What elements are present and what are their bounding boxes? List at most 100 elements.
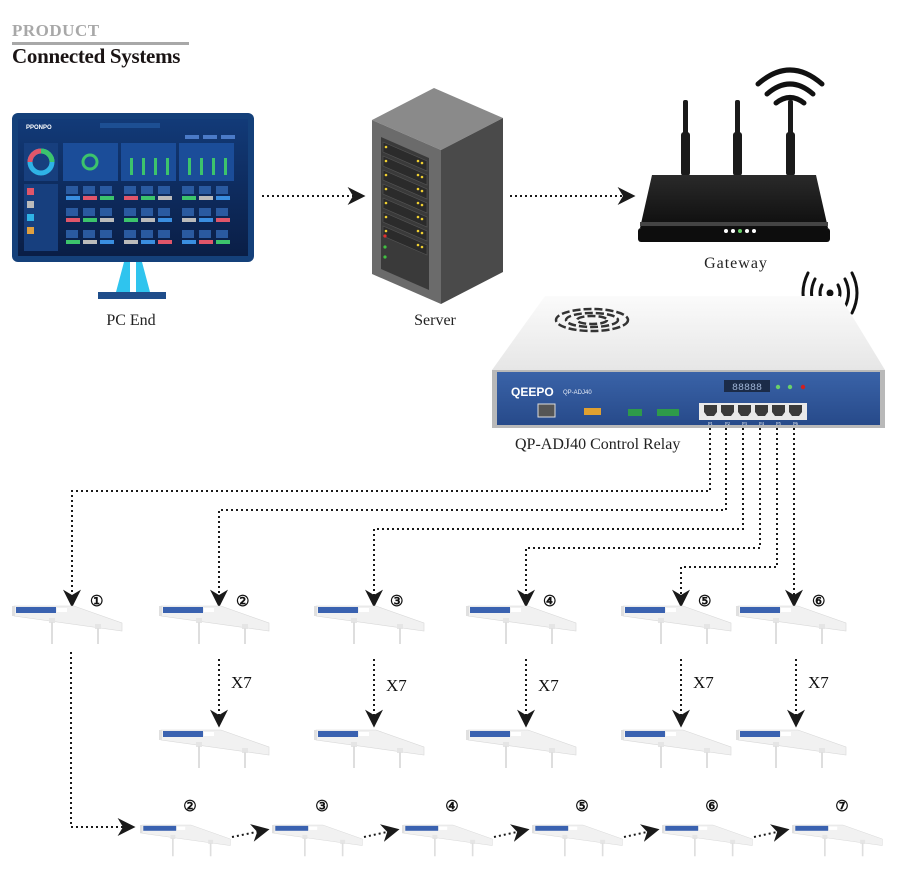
connector-relay-to-channel-1: [63, 428, 711, 608]
screen-card-button: [199, 218, 213, 222]
connector-channel-1-to-chain: [70, 652, 136, 836]
screen-card-button: [100, 218, 114, 222]
screen-card: [100, 230, 112, 238]
run-led: [775, 384, 781, 390]
server-unit: [382, 197, 428, 228]
screen-card: [199, 230, 211, 238]
ionizer-bar-icon: [621, 605, 732, 645]
chain-unit: ⑦: [792, 799, 883, 857]
screen-card: [216, 186, 228, 194]
screen-card: [141, 208, 153, 216]
server-status-led: [383, 255, 387, 259]
screen-card-button: [83, 196, 97, 200]
relay-channel-connectors: [63, 428, 803, 608]
screen-card-button: [199, 240, 213, 244]
ionizer-bar-icon: [402, 824, 493, 857]
screen-card-button: [83, 240, 97, 244]
connector-chain-link: [623, 824, 660, 842]
screen-card: [199, 186, 211, 194]
relay-port-label: P1: [708, 421, 713, 426]
server-unit: [382, 141, 428, 172]
screen-card-button: [124, 240, 138, 244]
gateway-label: Gateway: [704, 255, 768, 272]
wifi-icon: [755, 67, 825, 106]
chain-number-marker: ③: [315, 799, 328, 815]
screen-card: [66, 186, 78, 194]
server-status-led: [383, 234, 387, 238]
server-unit: [382, 169, 428, 200]
relay-port-p3: P3: [738, 405, 751, 426]
screen-card: [182, 186, 194, 194]
screen-card-button: [182, 196, 196, 200]
monitor-icon: PPONPO: [12, 113, 254, 262]
com-led: [787, 384, 793, 390]
screen-card: [216, 230, 228, 238]
relay-port-p6: P6: [789, 405, 802, 426]
server-unit: [382, 225, 428, 256]
screen-card-button: [216, 218, 230, 222]
screen-card: [83, 186, 95, 194]
screen-card-button: [141, 240, 155, 244]
gateway-node: Gateway: [638, 67, 830, 272]
ionizer-bar-icon: [621, 729, 732, 769]
screen-card-button: [158, 196, 172, 200]
screen-card: [124, 230, 136, 238]
screen-card: [141, 230, 153, 238]
chain-unit: ②: [140, 799, 231, 857]
screen-card-button: [141, 196, 155, 200]
channel-number-marker: ⑤: [698, 594, 711, 610]
router-icon: [638, 100, 830, 242]
relay-port-label: P4: [759, 421, 765, 426]
pc-end-label: PC End: [106, 312, 155, 329]
screen-card: [158, 186, 170, 194]
screen-card: [199, 208, 211, 216]
chain-unit: ③: [272, 799, 363, 857]
server-label: Server: [414, 312, 456, 329]
chain-unit: ④: [402, 799, 493, 857]
relay-port-p5: P5: [772, 405, 785, 426]
server-unit: [382, 183, 428, 214]
ionizer-bar-icon: [12, 605, 123, 645]
relay-port-label: P6: [793, 421, 799, 426]
relay-port-p2: P2: [721, 405, 734, 426]
connector-chain-link: [231, 824, 270, 842]
connector-relay-to-channel-3: [365, 428, 744, 608]
screen-card-button: [141, 218, 155, 222]
channel-5: ⑤X7: [621, 594, 732, 769]
screen-card-button: [158, 218, 172, 222]
screen-card: [141, 186, 153, 194]
connector-chain-link: [753, 824, 790, 842]
connector-relay-to-channel-4: [517, 428, 761, 608]
channel-number-marker: ①: [90, 594, 103, 610]
screen-card-button: [100, 196, 114, 200]
screen-card: [158, 230, 170, 238]
alarm-led: [800, 384, 806, 390]
expansion-multiplier: X7: [231, 673, 252, 692]
ionizer-bar-icon: [159, 605, 270, 645]
channel-2: ②X7: [159, 594, 270, 769]
chain-number-marker: ④: [445, 799, 458, 815]
screen-card-button: [158, 240, 172, 244]
screen-card-button: [66, 196, 80, 200]
chain-number-marker: ②: [183, 799, 196, 815]
channel-3: ③X7: [314, 594, 425, 769]
channel-4: ④X7: [466, 594, 577, 769]
screen-card-button: [66, 240, 80, 244]
screen-card: [182, 230, 194, 238]
chain-number-marker: ⑤: [575, 799, 588, 815]
pc-end-node: PPONPO PC End: [12, 113, 254, 329]
chain-unit: ⑤: [532, 799, 623, 857]
chain-number-marker: ⑦: [835, 799, 848, 815]
screen-card-button: [199, 196, 213, 200]
connector-chain-link: [493, 824, 530, 842]
pc-screen-brand: PPONPO: [26, 125, 52, 131]
channel-number-marker: ③: [390, 594, 403, 610]
relay-port-p1: P1: [704, 405, 717, 426]
ionizer-bar-icon: [736, 605, 847, 645]
server-unit: [382, 211, 428, 242]
screen-card-button: [124, 218, 138, 222]
